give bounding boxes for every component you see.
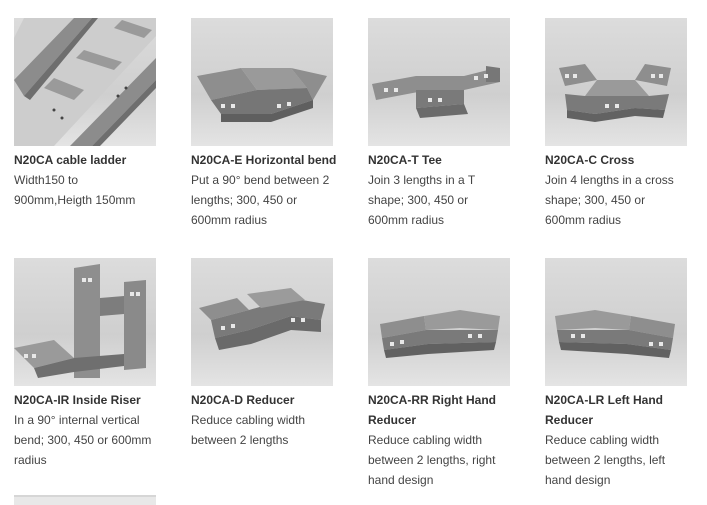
product-title[interactable]: N20CA-E Horizontal bend (191, 153, 337, 167)
right-hand-reducer-image[interactable] (368, 258, 510, 386)
next-row-thumbnail-edge (14, 495, 156, 505)
product-title[interactable]: N20CA cable ladder (14, 153, 127, 167)
product-description: Reduce cabling width between 2 lengths, … (368, 433, 496, 487)
product-title[interactable]: N20CA-IR Inside Riser (14, 393, 141, 407)
product-description: Join 3 lengths in a T shape; 300, 450 or… (368, 173, 475, 227)
product-card-tee[interactable]: N20CA-T Tee Join 3 lengths in a T shape;… (368, 18, 510, 230)
product-card-right-hand-reducer[interactable]: N20CA-RR Right Hand Reducer Reduce cabli… (368, 258, 510, 490)
product-card-horizontal-bend[interactable]: N20CA-E Horizontal bend Put a 90° bend b… (191, 18, 337, 230)
left-hand-reducer-image[interactable] (545, 258, 687, 386)
product-description: Put a 90° bend between 2 lengths; 300, 4… (191, 173, 330, 227)
product-title[interactable]: N20CA-LR Left Hand Reducer (545, 393, 664, 427)
product-card-cross[interactable]: N20CA-C Cross Join 4 lengths in a cross … (545, 18, 687, 230)
product-card-left-hand-reducer[interactable]: N20CA-LR Left Hand Reducer Reduce cablin… (545, 258, 687, 490)
cable-ladder-image[interactable] (14, 18, 156, 146)
product-title[interactable]: N20CA-RR Right Hand Reducer (368, 393, 496, 427)
product-card-reducer[interactable]: N20CA-D Reducer Reduce cabling width bet… (191, 258, 333, 450)
product-description: Reduce cabling width between 2 lengths, … (545, 433, 666, 487)
product-title[interactable]: N20CA-C Cross (545, 153, 635, 167)
product-title[interactable]: N20CA-D Reducer (191, 393, 295, 407)
inside-riser-image[interactable] (14, 258, 156, 386)
product-card-inside-riser[interactable]: N20CA-IR Inside Riser In a 90° internal … (14, 258, 156, 470)
tee-image[interactable] (368, 18, 510, 146)
product-description: In a 90° internal vertical bend; 300, 45… (14, 413, 152, 467)
cross-image[interactable] (545, 18, 687, 146)
product-title[interactable]: N20CA-T Tee (368, 153, 442, 167)
product-description: Width150 to 900mm,Heigth 150mm (14, 173, 136, 207)
horizontal-bend-image[interactable] (191, 18, 333, 146)
product-description: Reduce cabling width between 2 lengths (191, 413, 306, 447)
product-description: Join 4 lengths in a cross shape; 300, 45… (545, 173, 674, 227)
reducer-image[interactable] (191, 258, 333, 386)
product-card-cable-ladder[interactable]: N20CA cable ladder Width150 to 900mm,Hei… (14, 18, 156, 210)
